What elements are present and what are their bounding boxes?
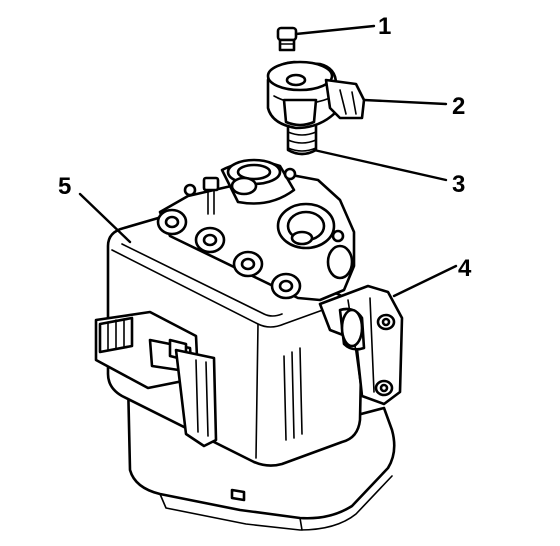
- leader-5: [78, 192, 132, 244]
- seal-screw: [276, 26, 298, 52]
- mounting-bolts: [183, 167, 345, 243]
- callout-3: 3: [452, 171, 465, 198]
- callout-5: 5: [58, 173, 71, 200]
- side-bracket: [318, 284, 404, 406]
- leader-3: [312, 148, 448, 182]
- valve-body: [156, 158, 356, 302]
- leader-4: [392, 264, 458, 298]
- callout-4: 4: [458, 255, 472, 282]
- leader-lines: [78, 24, 458, 298]
- leader-2: [362, 98, 448, 106]
- callout-2: 2: [452, 93, 465, 120]
- callout-1: 1: [378, 13, 391, 40]
- bore-ports: [156, 208, 302, 300]
- leader-1: [294, 24, 376, 36]
- sensor: [266, 60, 366, 156]
